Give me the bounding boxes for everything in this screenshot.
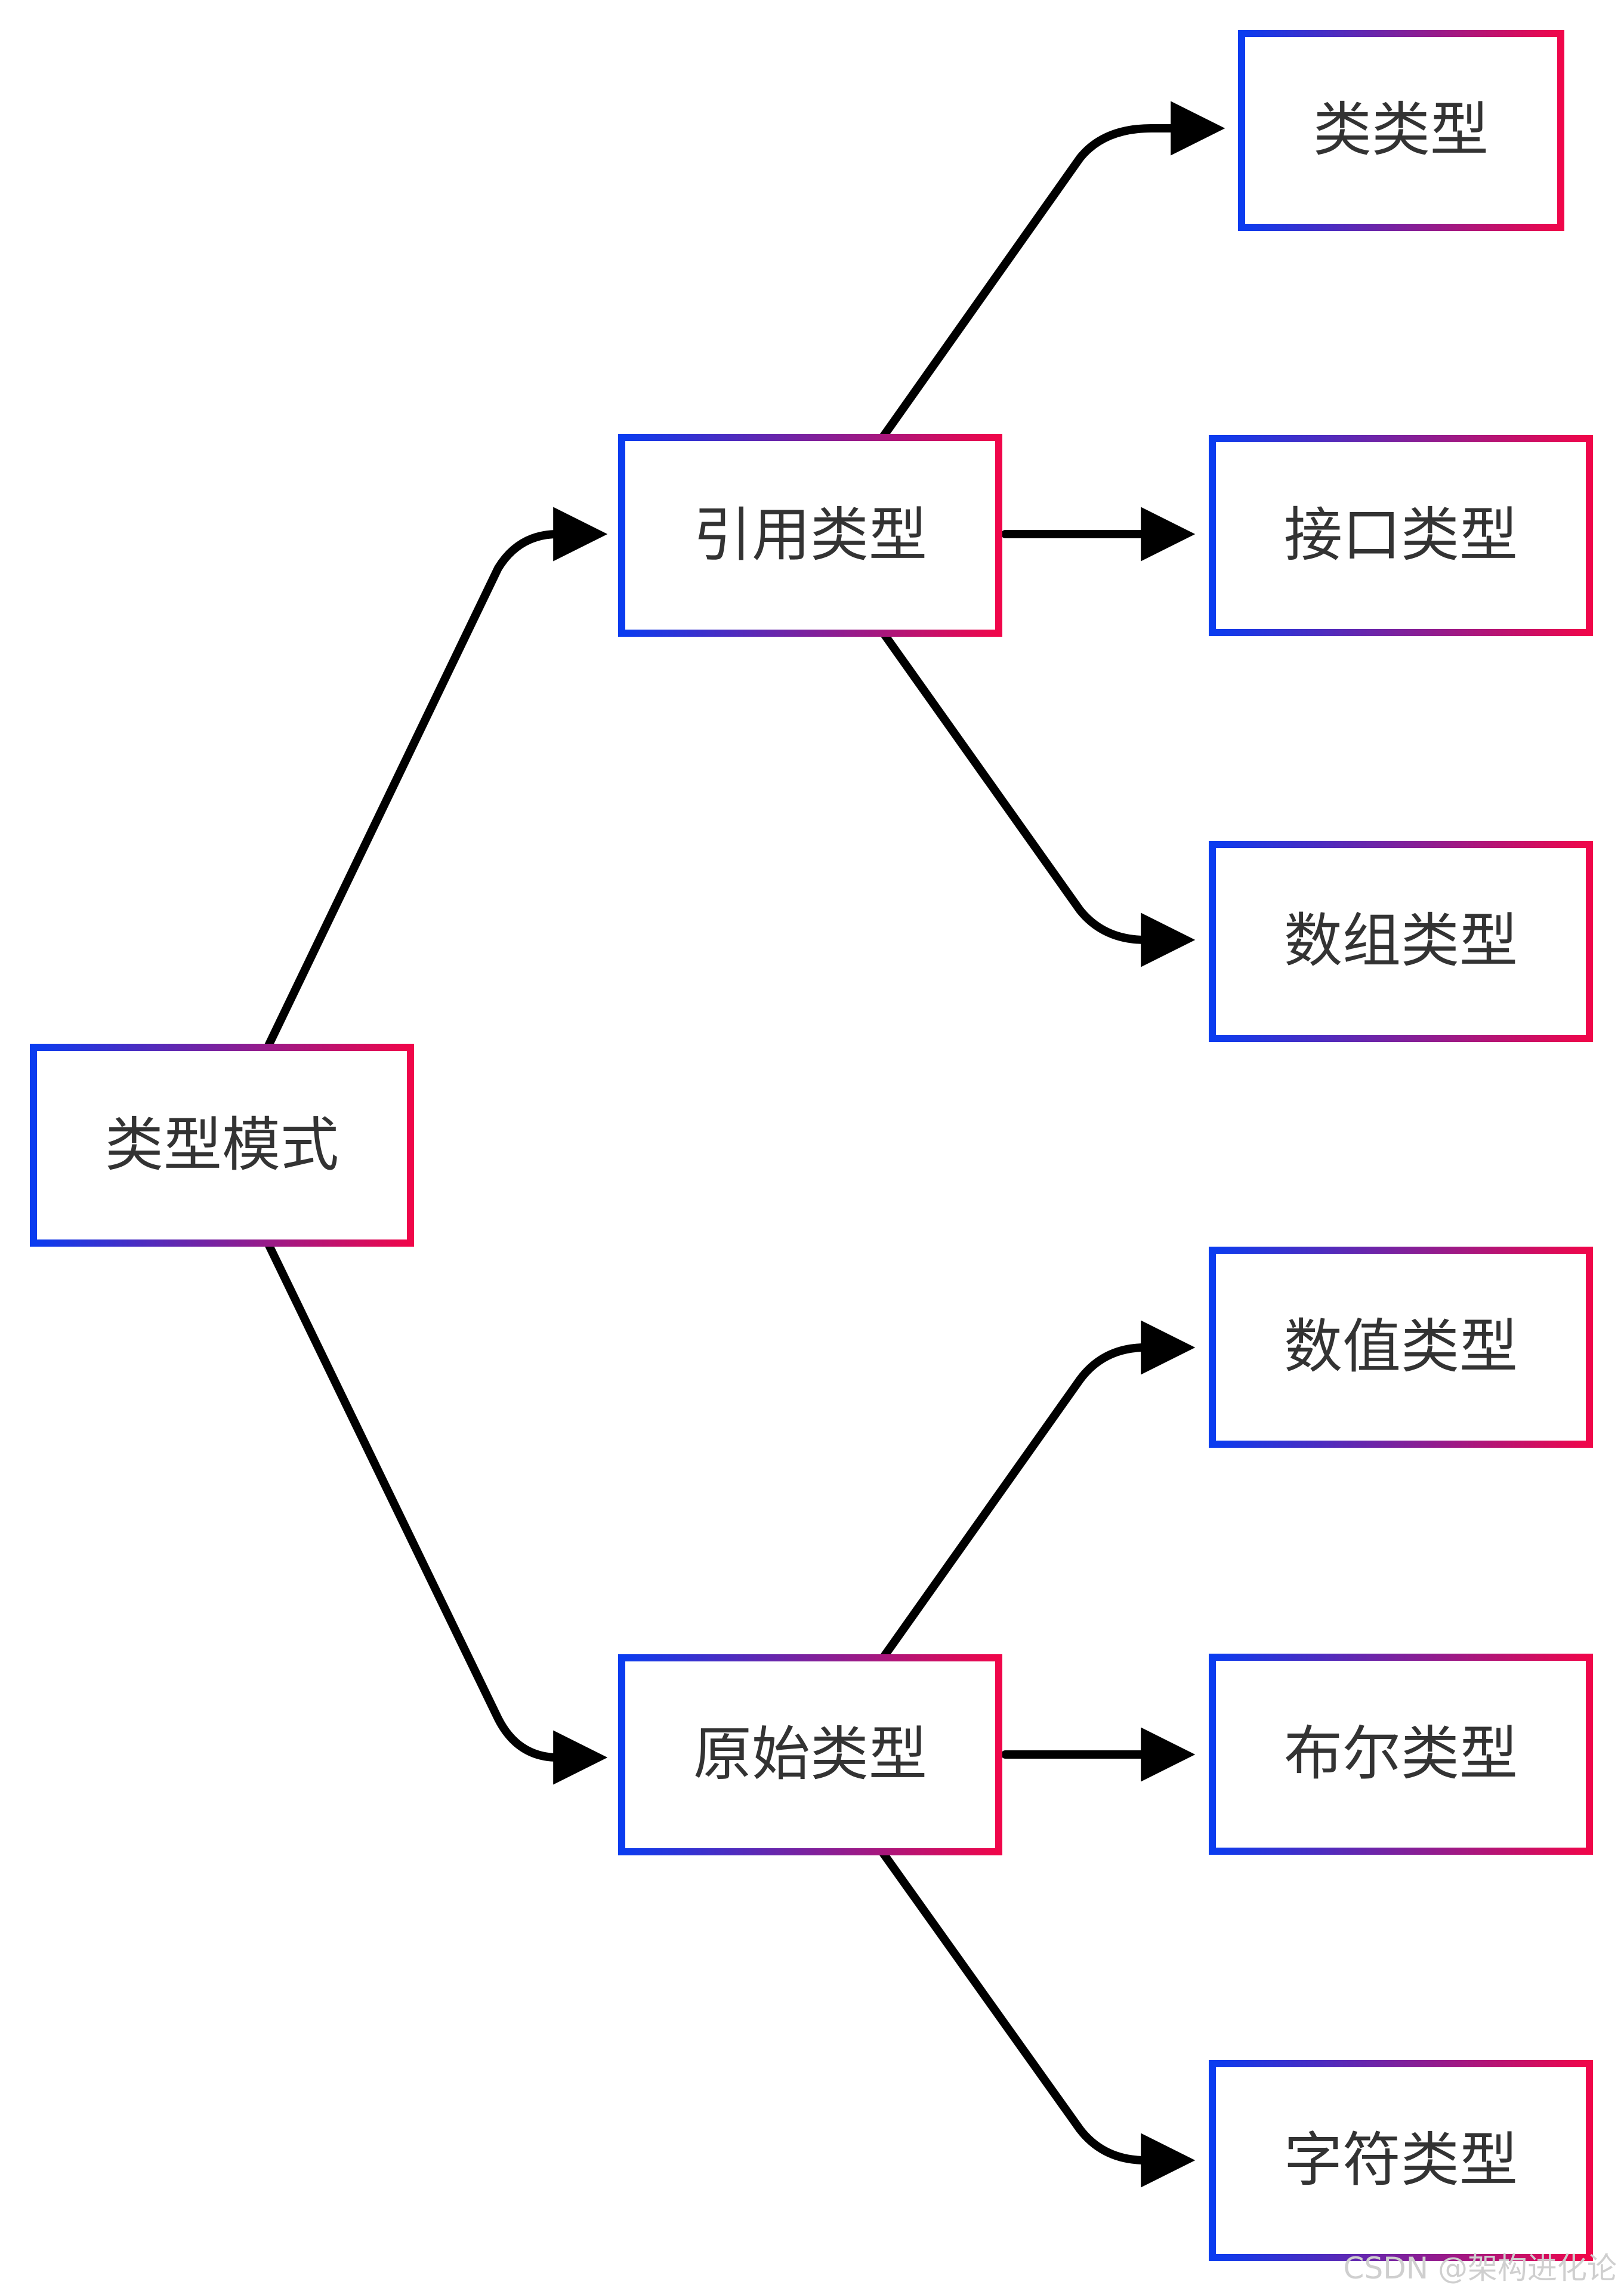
nodes: 类型模式 引用类型 原始类型 类类型 接口类型 数组类型 数值类型 [30,30,1593,2261]
watermark-text: CSDN @架构进化论 [1344,2251,1617,2286]
node-root: 类型模式 [30,1044,414,1247]
node-boolean-box [1209,1654,1593,1855]
node-reference: 引用类型 [618,434,1002,637]
edge-reference-to-class [879,101,1225,441]
node-array: 数组类型 [1209,841,1593,1042]
node-array-label: 数组类型 [1284,907,1518,975]
node-primitive-label: 原始类型 [693,1720,927,1789]
node-interface-box [1209,435,1593,636]
node-interface-label: 接口类型 [1284,501,1518,569]
node-reference-label: 引用类型 [693,501,927,569]
node-interface: 接口类型 [1209,435,1593,636]
node-char-box [1209,2060,1593,2261]
node-array-box [1209,841,1593,1042]
node-primitive-box [618,1654,1002,1855]
edges [264,101,1225,2188]
edge-reference-to-array [879,628,1196,967]
edge-root-to-primitive [264,1240,608,1785]
node-class-label: 类类型 [1313,96,1489,164]
node-boolean: 布尔类型 [1209,1654,1593,1855]
node-primitive: 原始类型 [618,1654,1002,1855]
edge-primitive-to-numeric [879,1320,1196,1662]
node-numeric-box [1209,1247,1593,1448]
node-class: 类类型 [1238,30,1564,231]
edge-root-to-reference [264,507,608,1050]
node-numeric: 数值类型 [1209,1247,1593,1448]
node-root-label: 类型模式 [105,1111,339,1179]
node-boolean-label: 布尔类型 [1284,1720,1518,1788]
node-numeric-label: 数值类型 [1284,1313,1518,1381]
node-reference-box [618,434,1002,637]
node-char: 字符类型 [1209,2060,1593,2261]
node-class-box [1238,30,1564,231]
edge-primitive-to-char [879,1849,1196,2188]
node-char-label: 字符类型 [1284,2126,1518,2194]
node-root-box [30,1044,414,1247]
